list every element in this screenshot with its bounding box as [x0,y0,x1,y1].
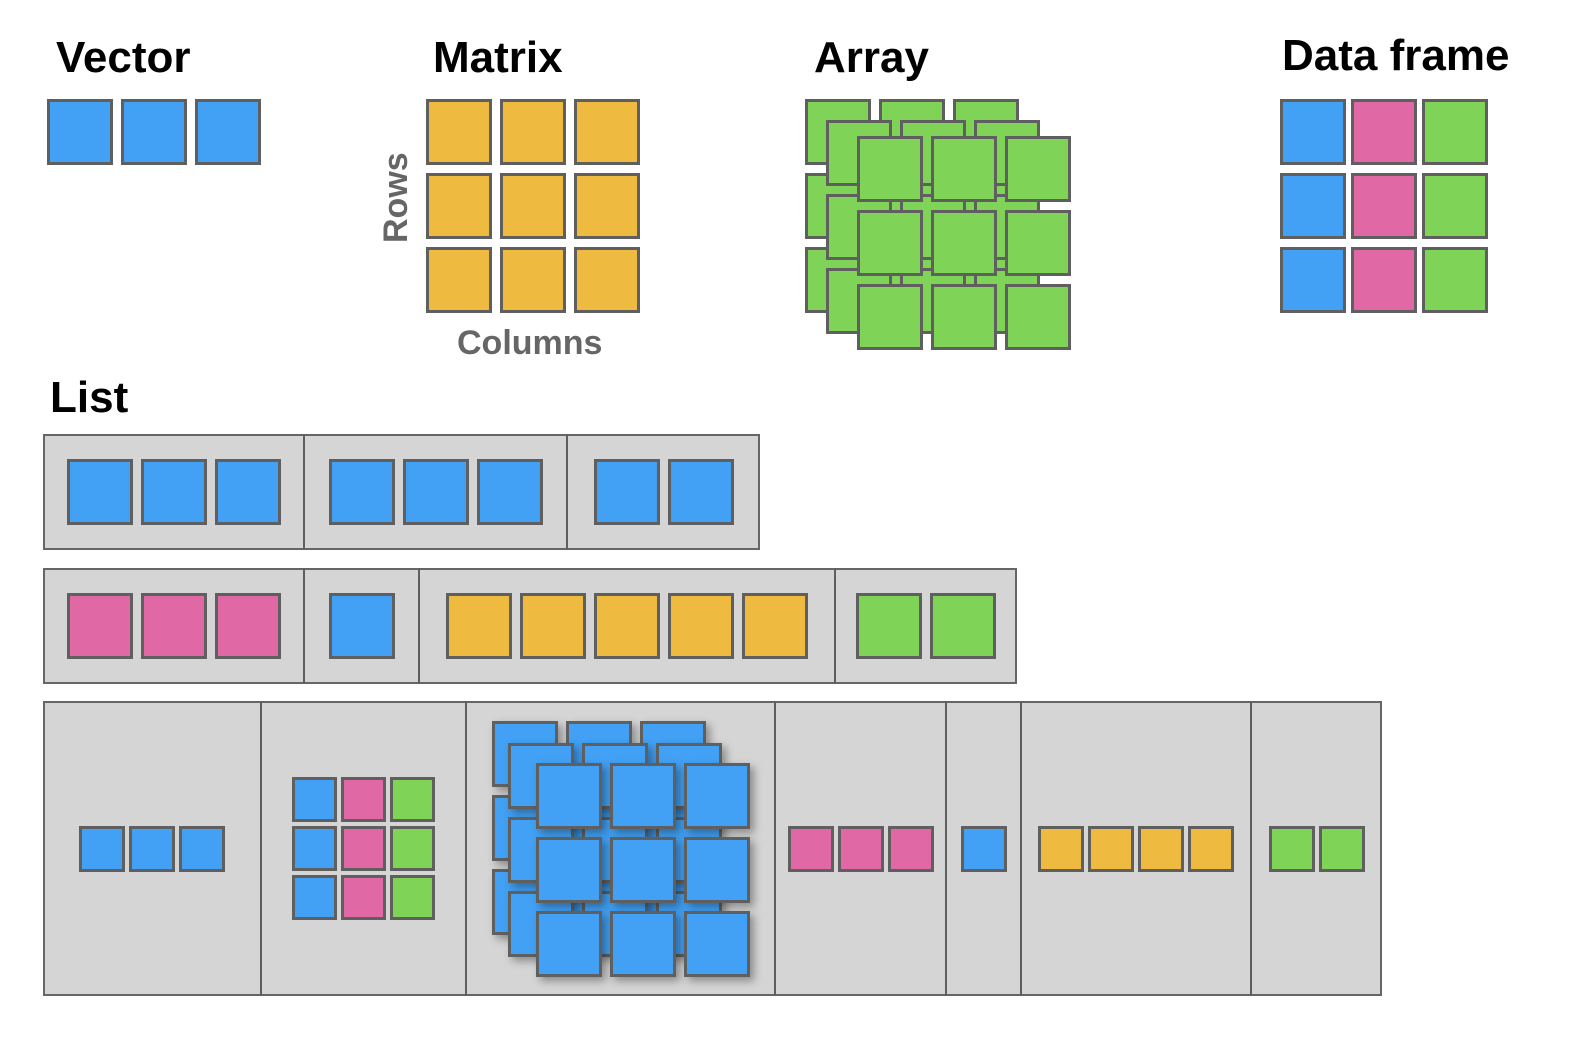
rows-axis-label: Rows [377,152,415,243]
matrix-cell [574,99,640,165]
array-title: Array [814,33,929,82]
list-row3-element4-cell [787,825,834,872]
data-frame-cell [1351,173,1417,239]
list-row2-element1-cell [214,593,281,659]
list-row2-element1-cell [140,593,207,659]
list-element-divider [303,434,305,550]
list-row2-element3-cell [446,593,512,659]
list-row3-element2-cell [341,875,386,920]
list-row2-element3-cell [594,593,660,659]
list-element-divider [1250,701,1252,996]
list-row2-element4-cell [930,593,996,659]
list-row3-element2-cell [390,875,435,920]
list-row3-element5-cell [960,825,1007,872]
data-frame-cell [1280,99,1346,165]
list-row3-element3-layer2-cell [610,763,676,829]
list-row3-element1-cell [129,825,175,872]
list-row2-element1-cell [66,593,133,659]
array-layer2-cell [1005,136,1071,202]
list-element-divider [774,701,776,996]
list-row3-element6-cell [1088,825,1134,872]
data-frame-cell [1422,99,1488,165]
list-element-divider [834,568,836,684]
list-element-divider [1020,701,1022,996]
matrix-cell [426,247,492,313]
list-row3-element4-cell [837,825,884,872]
list-row3-element2-cell [390,777,435,822]
data-frame-cell [1280,173,1346,239]
list-row3-element2-cell [292,875,337,920]
array-layer2-cell [1005,284,1071,350]
list-row3-element4-cell [887,825,934,872]
matrix-cell [574,173,640,239]
list-title: List [50,373,129,422]
list-row3-element3-layer2-cell [610,911,676,977]
list-element-divider [260,701,262,996]
matrix-title: Matrix [433,33,563,82]
list-element-divider [566,434,568,550]
list-row1-element2-cell [476,459,543,525]
list-row2-element3-cell [742,593,808,659]
list-row1-element1-cell [140,459,207,525]
list-row1-element2-cell [328,459,395,525]
list-row3-element3-layer2-cell [684,911,750,977]
data-frame-cell [1422,173,1488,239]
array-layer2-cell [931,210,997,276]
array-layer2-cell [857,136,923,202]
list-row1-element1-cell [66,459,133,525]
list-row3-element7-cell [1318,825,1365,872]
list-element-divider [465,701,467,996]
list-row2-element3-cell [520,593,586,659]
list-row3-element3-layer2-cell [536,837,602,903]
vector-cell [47,99,113,165]
list-row1-element2-cell [402,459,469,525]
matrix-cell [426,173,492,239]
list-row3-element3-layer2-cell [610,837,676,903]
matrix-cell [500,247,566,313]
vector-cell [195,99,261,165]
list-row2-element4-cell [856,593,922,659]
list-row2-element2-cell [328,593,395,659]
list-row3-element2-cell [292,777,337,822]
matrix-cell [426,99,492,165]
list-row3-element6-cell [1138,825,1184,872]
columns-axis-label: Columns [457,324,603,362]
list-row1-element3-cell [667,459,734,525]
list-row3-element3-layer2-cell [684,837,750,903]
matrix-cell [500,99,566,165]
list-row3-element6-cell [1038,825,1084,872]
array-layer2-cell [931,136,997,202]
list-row3-element7-cell [1268,825,1315,872]
list-row3-element3-layer2-cell [536,911,602,977]
list-row3-element2-cell [341,826,386,871]
array-layer2-cell [857,284,923,350]
data-frame-cell [1422,247,1488,313]
list-row3-element3-layer2-cell [684,763,750,829]
list-row3-element1-cell [179,825,225,872]
list-row1-element3-cell [593,459,660,525]
list-row3-element3-layer2-cell [536,763,602,829]
data-frame-cell [1351,99,1417,165]
vector-title: Vector [56,33,191,82]
list-element-divider [418,568,420,684]
list-element-divider [945,701,947,996]
list-row2-element3-cell [668,593,734,659]
list-row3-element1-cell [79,825,125,872]
array-layer2-cell [931,284,997,350]
list-element-divider [303,568,305,684]
data-frame-title: Data frame [1282,31,1510,80]
data-frame-cell [1280,247,1346,313]
array-layer2-cell [857,210,923,276]
list-row3-element6-cell [1188,825,1234,872]
data-frame-cell [1351,247,1417,313]
matrix-cell [574,247,640,313]
array-layer2-cell [1005,210,1071,276]
list-row1-element1-cell [214,459,281,525]
list-row3-element2-cell [292,826,337,871]
list-row3-element2-cell [390,826,435,871]
vector-cell [121,99,187,165]
list-row3-element2-cell [341,777,386,822]
matrix-cell [500,173,566,239]
